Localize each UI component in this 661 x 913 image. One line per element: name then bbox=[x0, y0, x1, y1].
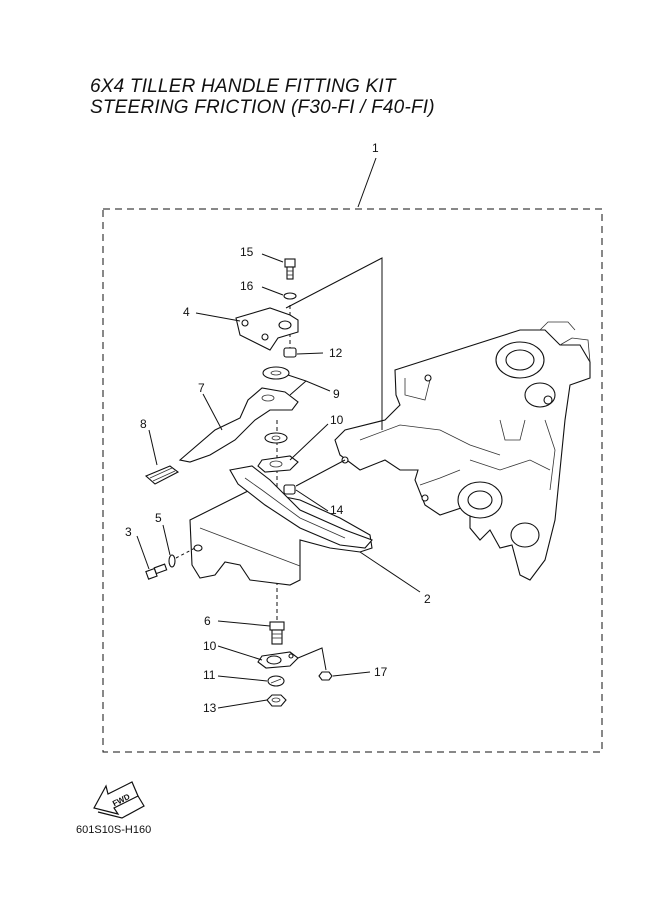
callout-13: 13 bbox=[203, 701, 217, 715]
engine-bracket-illustration bbox=[334, 321, 591, 581]
part-3-bolt bbox=[145, 563, 168, 580]
part-8-grip bbox=[144, 465, 180, 485]
callout-2: 2 bbox=[424, 592, 431, 606]
part-5-washer bbox=[168, 554, 176, 568]
callout-5: 5 bbox=[155, 511, 162, 525]
diagram-title-line2: STEERING FRICTION (F30-FI / F40-FI) bbox=[90, 97, 435, 118]
leader-1 bbox=[357, 157, 377, 208]
leader-lines bbox=[136, 253, 421, 709]
callout-11: 11 bbox=[203, 668, 216, 682]
callout-3: 3 bbox=[125, 525, 132, 539]
callout-7: 7 bbox=[198, 381, 205, 395]
part-14-nut bbox=[283, 484, 296, 495]
part-16-washer bbox=[283, 292, 297, 300]
callout-9: 9 bbox=[333, 387, 340, 401]
part-13-nut bbox=[266, 694, 287, 707]
callout-8: 8 bbox=[140, 417, 147, 431]
kit-boundary bbox=[102, 208, 603, 753]
callout-1: 1 bbox=[372, 141, 379, 155]
part-17-nut bbox=[318, 671, 333, 681]
part-7-friction-lever bbox=[178, 387, 299, 463]
part-9-washer-top bbox=[262, 366, 290, 380]
fwd-arrow-icon: FWD bbox=[93, 781, 145, 819]
part-11-washer bbox=[267, 675, 285, 687]
part-2-friction-plate bbox=[189, 465, 373, 586]
connector-line-upper bbox=[285, 257, 383, 430]
connector-line-14 bbox=[295, 459, 346, 487]
callout-10-lower: 10 bbox=[203, 639, 217, 653]
callout-15: 15 bbox=[240, 245, 254, 259]
diagram-title-line1: 6X4 TILLER HANDLE FITTING KIT bbox=[90, 76, 396, 97]
drawing-code: 601S10S-H160 bbox=[76, 824, 152, 836]
callout-4: 4 bbox=[183, 305, 190, 319]
callout-16: 16 bbox=[240, 279, 254, 293]
callout-12: 12 bbox=[329, 346, 343, 360]
part-15-bolt bbox=[284, 258, 296, 280]
part-6-bolt bbox=[269, 621, 285, 645]
part-12-nut bbox=[283, 347, 297, 358]
part-10-plate-upper bbox=[257, 455, 299, 473]
part-4-bracket bbox=[235, 307, 299, 351]
part-10-plate-lower bbox=[257, 651, 299, 669]
callout-14: 14 bbox=[330, 503, 344, 517]
connector-line-17 bbox=[297, 647, 327, 671]
callout-17: 17 bbox=[374, 665, 388, 679]
part-9-washer-middle bbox=[264, 432, 288, 444]
callout-6: 6 bbox=[204, 614, 211, 628]
callout-10-upper: 10 bbox=[330, 413, 344, 427]
